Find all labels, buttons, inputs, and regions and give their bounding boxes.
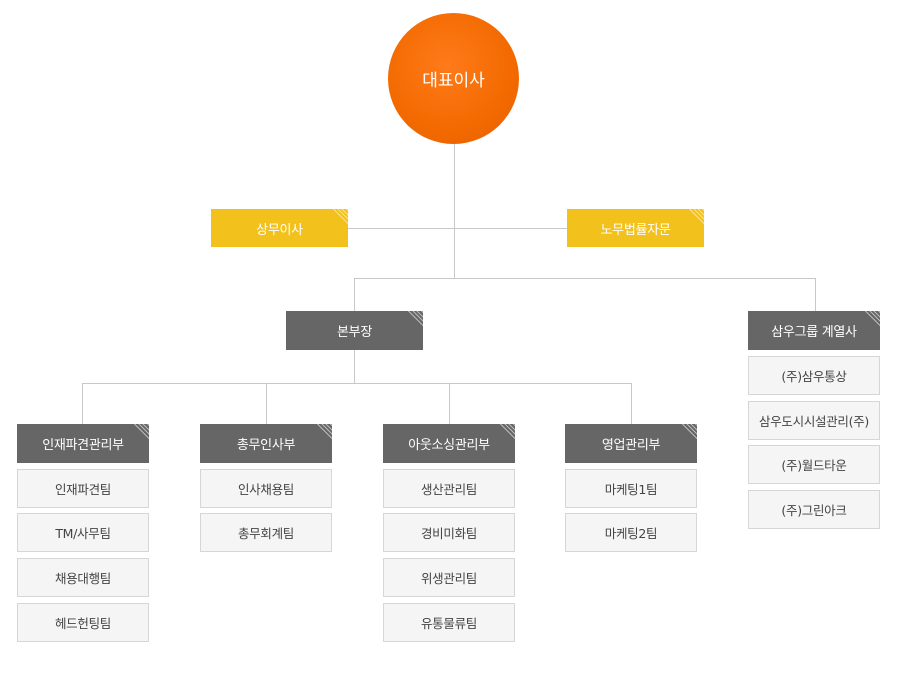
team-label: 인사채용팀 [237, 482, 294, 497]
team-label: 마케팅1팀 [604, 482, 658, 497]
affiliate-item: (주)그린아크 [748, 490, 880, 529]
affiliate-item: (주)월드타운 [748, 445, 880, 484]
connector-affiliates-top [815, 278, 816, 311]
affiliate-label: (주)그린아크 [781, 503, 847, 518]
affiliate-label: 삼우도시시설관리(주) [759, 414, 869, 429]
team-label: 경비미화팀 [420, 526, 477, 541]
department-node: 인재파견관리부 [17, 424, 149, 463]
connector-ceo-vertical [454, 144, 455, 278]
team-item: 총무회계팀 [200, 513, 332, 552]
affiliate-label: (주)월드타운 [781, 458, 847, 473]
team-item: 채용대행팀 [17, 558, 149, 597]
advisor-left-label: 상무이사 [256, 222, 303, 238]
team-item: 인재파견팀 [17, 469, 149, 508]
connector-main-head-bottom [354, 350, 355, 383]
connector-departments-horizontal [82, 383, 632, 384]
team-item: 생산관리팀 [383, 469, 515, 508]
advisor-left-node: 상무이사 [211, 209, 348, 247]
team-item: 유통물류팀 [383, 603, 515, 642]
team-item: 헤드헌팅팀 [17, 603, 149, 642]
team-item: TM/사무팀 [17, 513, 149, 552]
team-item: 위생관리팀 [383, 558, 515, 597]
main-head-label: 본부장 [337, 325, 372, 340]
advisor-right-node: 노무법률자문 [567, 209, 704, 247]
connector-dept-2 [266, 383, 267, 424]
team-label: 위생관리팀 [420, 571, 477, 586]
affiliate-item: 삼우도시시설관리(주) [748, 401, 880, 440]
team-item: 인사채용팀 [200, 469, 332, 508]
team-label: 헤드헌팅팀 [54, 616, 111, 631]
department-label: 총무인사부 [236, 438, 296, 453]
connector-dept-1 [82, 383, 83, 424]
connector-advisors [347, 228, 567, 229]
team-label: 총무회계팀 [237, 526, 294, 541]
team-label: 채용대행팀 [54, 571, 111, 586]
team-label: TM/사무팀 [55, 526, 111, 541]
department-label: 영업관리부 [601, 438, 661, 453]
connector-level2-horizontal [354, 278, 815, 279]
connector-main-head-top [354, 278, 355, 311]
team-label: 인재파견팀 [54, 482, 111, 497]
connector-dept-3 [449, 383, 450, 424]
department-node: 총무인사부 [200, 424, 332, 463]
advisor-right-label: 노무법률자문 [600, 222, 671, 238]
affiliates-label: 삼우그룹 계열사 [771, 325, 857, 340]
affiliate-item: (주)삼우통상 [748, 356, 880, 395]
connector-dept-4 [631, 383, 632, 424]
department-label: 인재파견관리부 [42, 438, 124, 453]
department-node: 아웃소싱관리부 [383, 424, 515, 463]
ceo-node: 대표이사 [388, 13, 519, 144]
department-node: 영업관리부 [565, 424, 697, 463]
team-label: 생산관리팀 [420, 482, 477, 497]
main-head-node: 본부장 [286, 311, 423, 350]
affiliates-node: 삼우그룹 계열사 [748, 311, 880, 350]
team-item: 경비미화팀 [383, 513, 515, 552]
team-label: 마케팅2팀 [604, 526, 658, 541]
team-label: 유통물류팀 [420, 616, 477, 631]
department-label: 아웃소싱관리부 [408, 438, 490, 453]
affiliate-label: (주)삼우통상 [781, 369, 847, 384]
team-item: 마케팅2팀 [565, 513, 697, 552]
team-item: 마케팅1팀 [565, 469, 697, 508]
ceo-label: 대표이사 [422, 71, 485, 91]
